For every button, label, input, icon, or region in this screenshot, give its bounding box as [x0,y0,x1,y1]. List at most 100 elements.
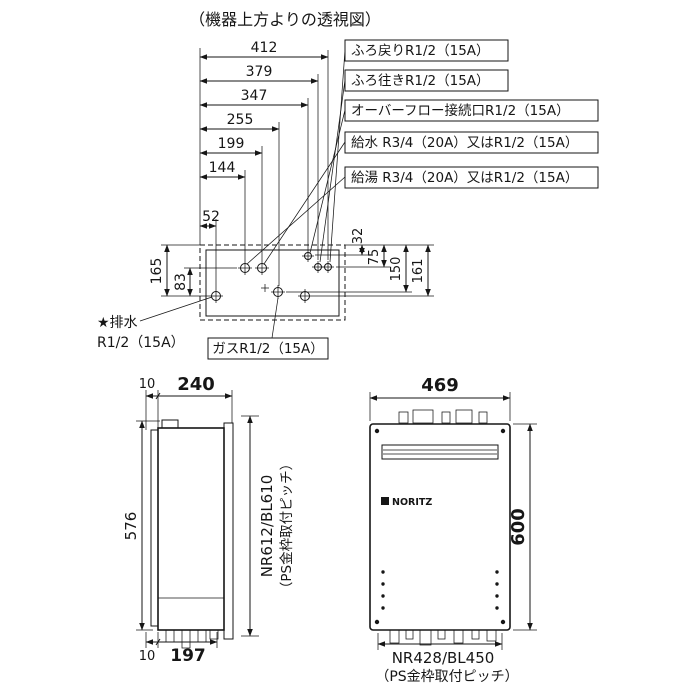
dim-label-offset10-top: 10 [139,377,156,392]
dim-label-150: 150 [389,257,404,282]
dim-label-83: 83 [173,273,189,291]
top-connection-mark [398,411,409,424]
dim-label-199: 199 [218,136,245,152]
screw-dot [500,428,506,434]
callout-furo-modori: ふろ戻りR1/2（15A） [329,39,509,263]
dim-label-347: 347 [241,88,268,104]
drain-label: ★排水 R1/2（15A） [97,296,213,351]
connection-point-aux [298,289,312,303]
horizontal-dimensions: 412 379 347 255 199 144 52 [199,40,329,289]
side-pitch-dimension: NR612/BL610 （PS金枠取付ピッチ） [241,415,295,637]
vent-dot [495,582,499,586]
front-cover-edge [223,422,234,640]
pipe-stub [165,629,175,643]
dim-label-576: 576 [122,512,140,541]
callout-box [344,166,599,189]
leader-line [319,79,346,263]
gas-label-text: ガスR1/2（15A） [212,341,324,357]
pipe-stub [405,629,414,640]
vent-dot [495,606,499,610]
vent-dot [495,594,499,598]
side-body-outline [157,427,225,631]
vent-dot [381,606,385,610]
connection-point-overflow [302,250,314,262]
tick [155,392,161,400]
pipe-stub [197,629,207,643]
connection-point-furo-modori [322,261,334,273]
side-top-dimensions: 10 240 [139,374,233,430]
vent-dot [381,594,385,598]
pitch-label-nr428: NR428/BL450 [392,649,495,667]
top-connection-mark [412,409,434,424]
pipe-stub [389,629,400,644]
dim-label-75: 75 [367,249,382,266]
screw-dot [374,428,380,434]
callout-label: 給湯 R3/4（20A）又はR1/2（15A） [351,169,578,186]
dim-label-240: 240 [177,374,215,395]
gas-label: ガスR1/2（15A） [207,297,329,360]
dim-label-600: 600 [508,508,529,546]
pipe-stub [209,629,219,640]
connection-point-drain [209,289,223,303]
connection-point-gas [271,285,285,299]
top-cap [161,419,179,429]
top-view-frame-outline [199,244,346,321]
dim-label-161: 161 [411,259,426,284]
brand-logo: NORITZ [381,497,432,508]
callout-label: ふろ往きR1/2（15A） [351,73,490,89]
connection-point-kyuto [238,261,252,275]
connection-point-kyusui [255,261,269,275]
dim-label-197: 197 [170,646,206,666]
dim-label-165: 165 [149,258,165,285]
front-body-outline [369,423,511,631]
top-view: （機器上方よりの透視図） [97,10,599,360]
screw-dot [374,619,380,625]
dim-label-379: 379 [246,64,273,80]
callout-box [344,39,509,62]
top-connection-mark [441,411,451,424]
dim-label-412: 412 [251,40,278,56]
side-view: 10 240 576 10 197 NR612/BL610 （PS金枠取付ピッチ… [122,374,295,666]
tick [155,638,161,646]
front-pitch-dimension: NR428/BL450 （PS金枠取付ピッチ） [375,633,519,685]
vent-dot [381,582,385,586]
leader-line [329,49,346,263]
pipe-stub [181,629,191,649]
dim-label-52: 52 [202,209,220,225]
pitch-label-nr612: NR612/BL610 [258,475,276,578]
top-connection-mark [478,411,488,424]
callout-kyusui: 給水 R3/4（20A）又はR1/2（15A） [263,131,599,265]
dim-label-255: 255 [227,112,254,128]
pitch-note-ps: （PS金枠取付ピッチ） [375,669,518,685]
front-view: 469 NORITZ 600 NR428/BL450 [369,375,537,685]
callout-overflow: オーバーフロー接続口R1/2（15A） [309,99,599,254]
callout-furo-yuki: ふろ往きR1/2（15A） [319,69,509,263]
callout-label: オーバーフロー接続口R1/2（15A） [351,102,570,119]
callout-box [207,337,329,360]
leader-line [263,141,346,265]
side-height-dimension: 576 [122,420,160,631]
vent-dot [495,570,499,574]
wall-bracket [150,429,159,627]
pipe-stub [437,629,446,640]
left-dimensions: 165 83 [149,244,237,297]
top-connection-mark [455,409,473,424]
drain-label-line1: ★排水 [97,315,138,331]
leader-line [139,296,213,322]
dim-label-469: 469 [421,375,459,396]
leader-line [246,176,346,265]
dim-label-offset10-bottom: 10 [139,649,156,664]
pipe-stub [486,629,497,642]
drain-label-line2: R1/2（15A） [97,335,185,351]
callout-kyuto: 給湯 R3/4（20A）又はR1/2（15A） [246,166,599,265]
vent-dot [381,570,385,574]
center-mark [261,284,269,292]
front-height-dimension: 600 [508,423,537,631]
callout-label: ふろ戻りR1/2（15A） [351,43,490,59]
leader-line [271,297,279,339]
pipe-stub [471,629,480,640]
leader-line [309,109,346,254]
front-width-dimension: 469 [369,375,511,421]
